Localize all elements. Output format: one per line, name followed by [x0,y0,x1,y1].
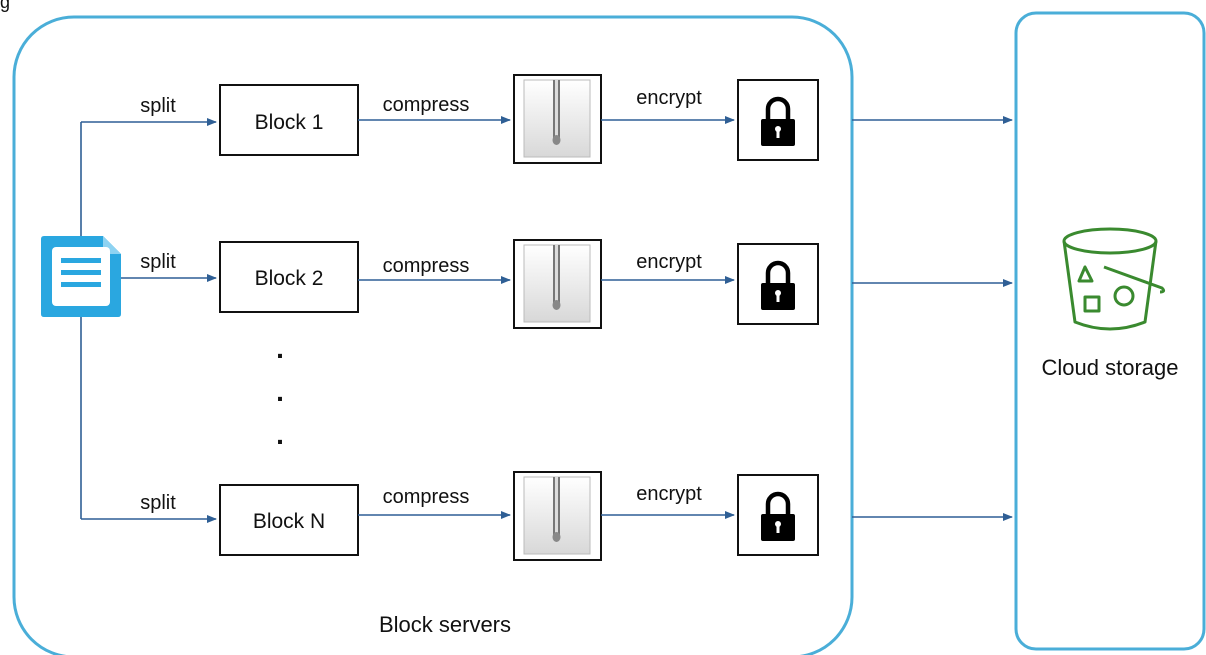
split-label: split [140,492,176,514]
split-label: split [140,251,176,273]
block-box [219,484,359,556]
zip-file-icon [513,471,602,561]
pipeline-row-1: split Block 1 compress encrypt [140,74,1013,164]
ellipsis-dot: . [276,333,284,364]
cloud-storage-container [1014,11,1206,651]
cloud-storage-label: Cloud storage [1042,355,1179,380]
lock-icon [737,79,819,161]
compress-label: compress [383,94,470,116]
compress-label: compress [383,486,470,508]
zip-file-icon [513,239,602,329]
encrypt-label: encrypt [636,483,702,505]
lock-icon [737,474,819,556]
file-document-icon [41,236,121,317]
block-servers-label: Block servers [379,612,511,637]
encrypt-label: encrypt [636,87,702,109]
lock-icon [737,243,819,325]
pipeline-row-2: split Block 2 compress encrypt [140,239,1013,329]
block-label: Block 2 [255,267,324,290]
title-fragment: g [0,0,10,12]
storage-bucket-icon [1062,227,1166,331]
block-box [219,84,359,156]
ellipsis-dot: . [276,376,284,407]
split-label: split [140,95,176,117]
encrypt-label: encrypt [636,251,702,273]
ellipsis: . . . [276,333,284,450]
pipeline-row-n: split Block N compress encrypt [140,471,1013,561]
block-label: Block 1 [255,111,324,134]
zip-file-icon [513,74,602,164]
block-label: Block N [253,510,325,533]
split-connectors [80,118,217,523]
block-box [219,241,359,313]
ellipsis-dot: . [276,419,284,450]
compress-label: compress [383,255,470,277]
block-servers-container [12,15,854,655]
